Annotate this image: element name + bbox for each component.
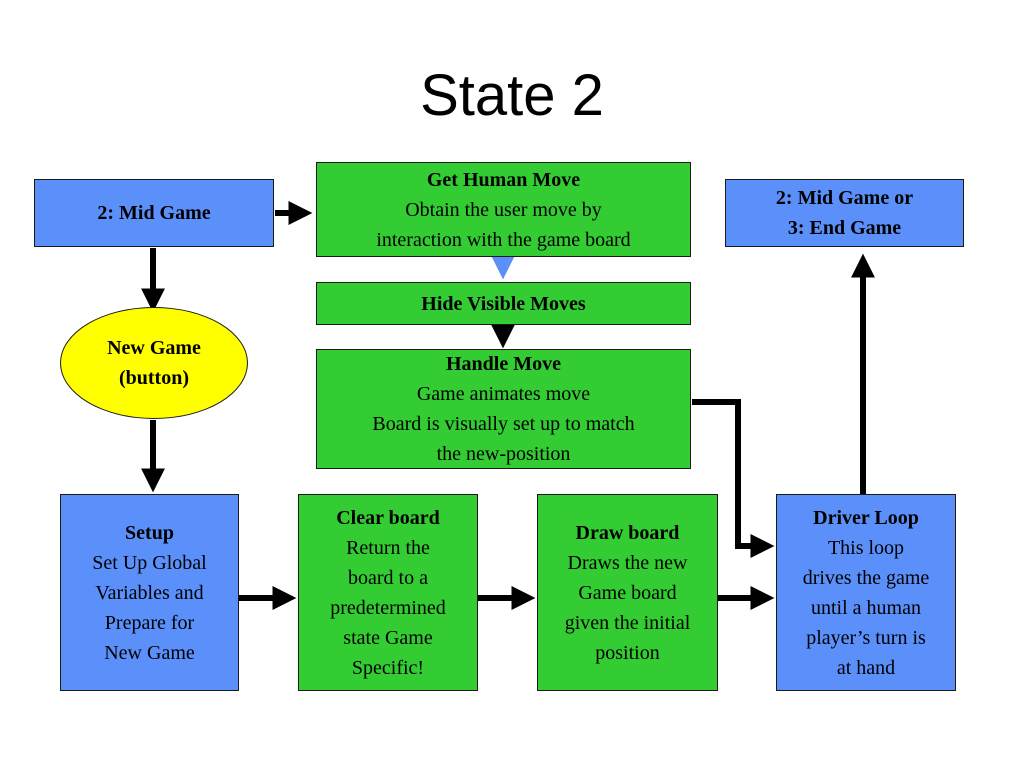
clear-board-line: board to a (348, 566, 428, 589)
driver-loop-line: player’s turn is (806, 626, 926, 649)
handle-move-box: Handle Move Game animates move Board is … (316, 349, 691, 469)
clear-board-box: Clear board Return the board to a predet… (298, 494, 478, 691)
clear-board-line: predetermined (330, 596, 446, 619)
driver-loop-line: at hand (836, 656, 896, 679)
clear-board-line: state Game (343, 626, 433, 649)
draw-board-heading: Draw board (575, 521, 680, 544)
setup-box: Setup Set Up Global Variables and Prepar… (60, 494, 239, 691)
end-state-line1: 2: Mid Game or (775, 187, 914, 209)
clear-board-heading: Clear board (336, 506, 440, 529)
get-human-move-line: interaction with the game board (376, 228, 631, 251)
driver-loop-heading: Driver Loop (813, 506, 919, 529)
draw-board-line: Game board (578, 581, 677, 604)
get-human-move-box: Get Human Move Obtain the user move by i… (316, 162, 691, 257)
hide-visible-moves-box: Hide Visible Moves (316, 282, 691, 325)
get-human-move-line: Obtain the user move by (405, 198, 602, 221)
get-human-move-heading: Get Human Move (426, 168, 581, 191)
end-state-line2: 3: End Game (787, 217, 902, 239)
handle-move-line: the new-position (436, 443, 571, 465)
mid-game-box: 2: Mid Game (34, 179, 274, 247)
handle-move-line: Game animates move (416, 383, 591, 405)
draw-board-line: given the initial (564, 611, 691, 634)
draw-board-line: position (595, 641, 660, 664)
driver-loop-line: drives the game (802, 566, 930, 589)
setup-line: New Game (104, 641, 195, 664)
draw-board-box: Draw board Draws the new Game board give… (537, 494, 718, 691)
driver-loop-line: This loop (827, 536, 905, 559)
driver-loop-box: Driver Loop This loop drives the game un… (776, 494, 956, 691)
draw-board-line: Draws the new (567, 551, 688, 574)
end-state-box: 2: Mid Game or 3: End Game (725, 179, 964, 247)
handle-move-line: Board is visually set up to match (372, 413, 635, 435)
handle-move-heading: Handle Move (446, 353, 561, 375)
setup-line: Set Up Global (92, 551, 207, 574)
setup-line: Prepare for (104, 611, 195, 634)
clear-board-line: Specific! (351, 656, 425, 679)
setup-line: Variables and (95, 581, 204, 604)
new-game-line2: (button) (118, 367, 189, 389)
hide-visible-moves-heading: Hide Visible Moves (421, 292, 586, 315)
slide-title: State 2 (420, 63, 604, 128)
new-game-button-oval: New Game (button) (60, 307, 248, 419)
new-game-line1: New Game (107, 337, 201, 359)
clear-board-line: Return the (346, 536, 430, 559)
setup-heading: Setup (125, 521, 174, 544)
arrow-handlemove-to-driverloop (692, 399, 775, 558)
mid-game-label: 2: Mid Game (97, 202, 211, 224)
driver-loop-line: until a human (811, 596, 921, 619)
